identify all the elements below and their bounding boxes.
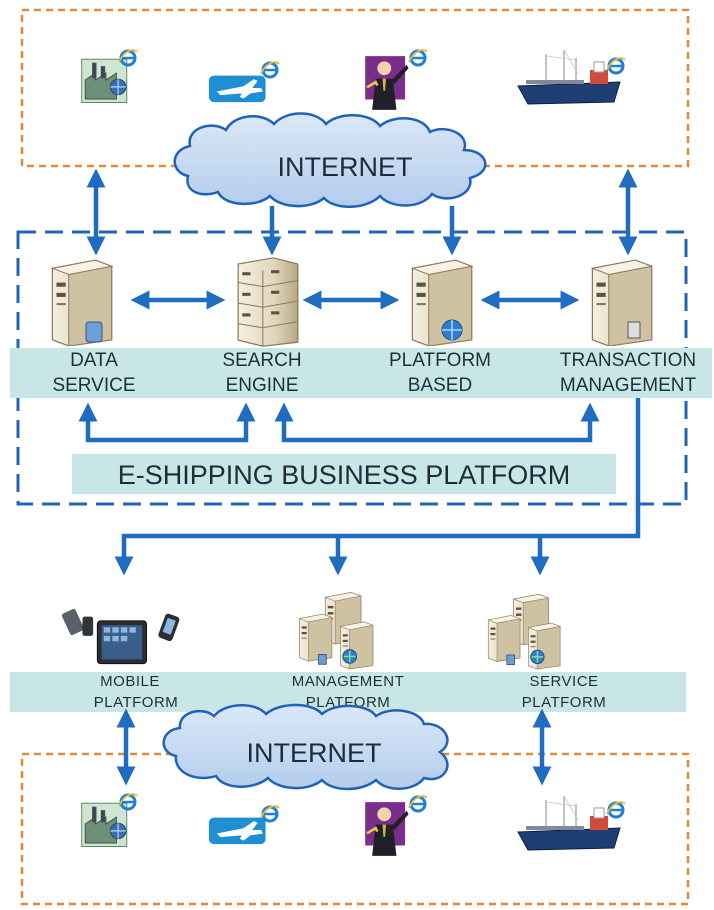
server-label-transaction-1: TRANSACTION xyxy=(560,350,696,371)
factory-icon-bottom xyxy=(81,792,138,848)
arrows-bottom xyxy=(116,708,552,786)
internet-cloud-bottom: INTERNET xyxy=(162,703,449,791)
internet-label-top: INTERNET xyxy=(278,152,413,182)
server-label-transaction-2: MANAGEMENT xyxy=(560,375,697,396)
database-server-icon xyxy=(51,259,113,346)
server-rack-icon xyxy=(237,257,299,347)
server-label-search-engine-2: ENGINE xyxy=(226,375,299,396)
platform-label-management-1: MANAGEMENT xyxy=(292,673,405,690)
factory-icon xyxy=(81,48,138,104)
platform-title-band xyxy=(72,454,616,494)
platform-label-mobile-1: MOBILE xyxy=(100,673,160,690)
cargo-plane-icon-bottom xyxy=(208,804,280,845)
internet-label-bottom: INTERNET xyxy=(247,738,382,768)
arrows-top xyxy=(86,168,638,256)
platform-label-service-2: PLATFORM xyxy=(522,694,607,711)
cargo-ship-icon-bottom xyxy=(517,795,626,851)
cargo-ship-icon xyxy=(517,49,626,105)
businessman-icon xyxy=(363,48,428,112)
server-cluster-icon-management xyxy=(299,592,372,668)
arrows-distribution xyxy=(114,398,641,576)
platform-label-management-2: PLATFORM xyxy=(306,694,391,711)
internet-cloud-top: INTERNET xyxy=(173,112,487,208)
server-label-data-service-1: DATA xyxy=(70,350,118,371)
server-cluster-icon-service xyxy=(488,594,560,669)
mobile-devices-icon xyxy=(60,607,181,665)
server-labels: DATA SERVICE SEARCH ENGINE PLATFORM BASE… xyxy=(52,350,696,396)
server-label-platform-based-1: PLATFORM xyxy=(389,350,491,371)
server-label-search-engine-1: SEARCH xyxy=(222,350,301,371)
cargo-plane-icon xyxy=(208,60,280,103)
platform-label-mobile-2: PLATFORM xyxy=(94,694,179,711)
server-label-band xyxy=(10,348,712,398)
platform-label-service-1: SERVICE xyxy=(529,673,598,690)
server-label-data-service-2: SERVICE xyxy=(52,375,135,396)
businessman-icon-bottom xyxy=(363,794,428,858)
platform-labels: MOBILE PLATFORM MANAGEMENT PLATFORM SERV… xyxy=(94,673,607,711)
server-label-platform-based-2: BASED xyxy=(408,375,472,396)
platform-title: E-SHIPPING BUSINESS PLATFORM xyxy=(118,460,571,490)
web-server-icon xyxy=(411,259,473,346)
arrows-loops xyxy=(78,402,600,443)
transaction-server-icon xyxy=(591,259,653,346)
